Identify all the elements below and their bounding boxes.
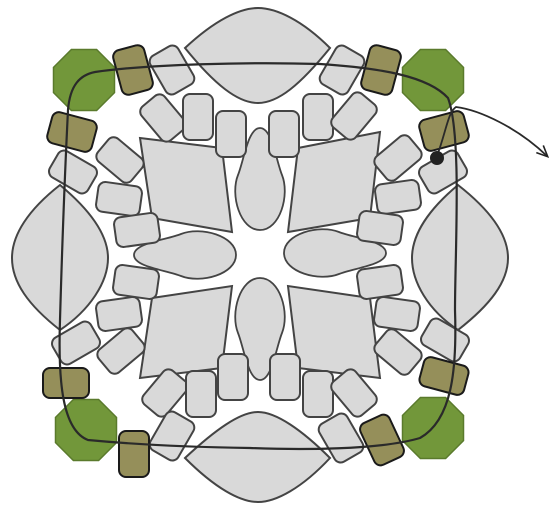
grey-seed-bead bbox=[94, 134, 147, 185]
green-rivoli-beads bbox=[54, 50, 464, 461]
grey-seed-bead bbox=[216, 111, 246, 157]
grey-lentil-bead bbox=[412, 185, 508, 330]
grey-seed-bead bbox=[374, 179, 422, 215]
grey-seed-bead bbox=[183, 94, 213, 140]
grey-seed-bead bbox=[137, 92, 188, 145]
grey-lentil-bead bbox=[185, 8, 330, 103]
grey-seed-bead bbox=[95, 181, 143, 217]
grey-seed-bead bbox=[113, 212, 161, 248]
thread-path bbox=[60, 63, 457, 449]
grey-lentil-bead bbox=[185, 412, 330, 502]
olive-seed-bead bbox=[43, 368, 89, 398]
thread-start-dot bbox=[430, 151, 444, 165]
grey-seed-bead bbox=[303, 371, 333, 417]
olive-seed-bead bbox=[46, 111, 99, 154]
grey-seed-bead bbox=[112, 264, 160, 300]
grey-seed-bead bbox=[373, 296, 421, 332]
grey-seed-bead bbox=[218, 354, 248, 400]
grey-seed-bead bbox=[356, 210, 404, 246]
grey-seed-bead bbox=[186, 371, 216, 417]
grey-seed-bead bbox=[95, 325, 148, 376]
olive-seed-bead bbox=[358, 412, 406, 467]
olive-seed-bead bbox=[418, 356, 470, 397]
green-rivoli-bead bbox=[54, 50, 115, 111]
olive-seed-bead bbox=[119, 431, 149, 477]
grey-seed-bead bbox=[269, 111, 299, 157]
grey-seed-bead bbox=[303, 94, 333, 140]
grey-seed-bead bbox=[270, 354, 300, 400]
grey-seed-bead bbox=[356, 264, 404, 300]
green-rivoli-bead bbox=[403, 50, 464, 111]
grey-seed-bead bbox=[95, 296, 143, 332]
